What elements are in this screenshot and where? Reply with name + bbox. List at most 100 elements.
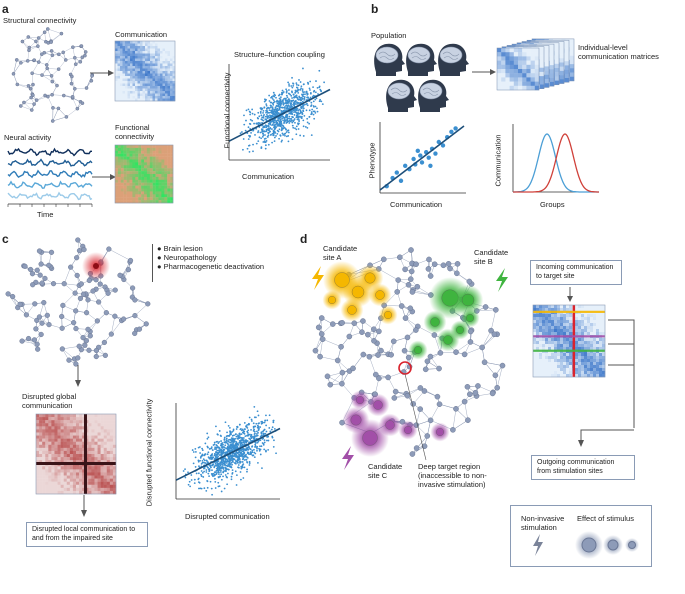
scatter-point	[217, 462, 219, 465]
scatter-point	[224, 421, 227, 424]
scatter-point	[259, 448, 262, 451]
scatter-point	[277, 100, 280, 103]
scatter-point	[306, 126, 309, 129]
network-node	[34, 267, 40, 273]
scatter-point	[188, 480, 191, 483]
scatter-point	[255, 422, 258, 425]
scatter-point	[248, 460, 251, 463]
scatter-point	[265, 139, 268, 142]
scatter-point	[298, 119, 300, 121]
scatter-point	[310, 101, 313, 104]
scatter-point	[249, 123, 252, 125]
scatter-point	[228, 462, 231, 464]
network-node	[39, 280, 45, 286]
scatter-point	[264, 137, 267, 140]
scatter-point	[236, 461, 239, 464]
scatter-point	[272, 99, 275, 102]
scatter-point	[227, 440, 230, 443]
network-node	[350, 365, 356, 372]
scatter-point	[236, 442, 239, 445]
scatter-point	[299, 111, 302, 114]
scatter-point	[263, 448, 266, 451]
scatter-point	[280, 102, 283, 105]
panel-label-c: c	[2, 232, 9, 246]
scatter-point	[198, 487, 200, 490]
scatter-point	[245, 458, 247, 461]
scatter-point	[231, 445, 234, 448]
scatter-point	[308, 116, 311, 118]
coupling-xlabel: Communication	[242, 172, 295, 181]
scatter-point	[287, 98, 290, 100]
network-node	[339, 380, 345, 387]
scatter-point	[313, 117, 316, 120]
scatter-point	[209, 480, 212, 483]
scatter-point	[314, 98, 317, 101]
scatter-point	[290, 85, 293, 87]
scatter-point	[285, 115, 287, 117]
scatter-point	[303, 96, 306, 98]
network-node	[35, 346, 41, 352]
scatter-point	[260, 431, 263, 434]
network-node	[440, 262, 447, 269]
scatter-point	[306, 92, 309, 95]
scatter-point	[265, 104, 268, 107]
scatter-point	[274, 110, 276, 113]
network-node	[32, 58, 37, 62]
network-node	[404, 392, 411, 399]
network-node	[31, 337, 38, 343]
scatter-point	[197, 460, 200, 463]
scatter-point	[261, 119, 264, 121]
scatter-point	[210, 447, 213, 450]
scatter-point	[440, 143, 446, 148]
network-node	[57, 52, 61, 57]
scatter-point	[226, 431, 228, 434]
scatter-point	[205, 471, 208, 473]
scatter-point	[295, 128, 298, 131]
scatter-point	[236, 437, 239, 440]
scatter-point	[235, 428, 238, 430]
scatter-point	[251, 112, 254, 115]
scatter-point	[242, 477, 245, 479]
scatter-point	[190, 474, 193, 476]
network-node	[26, 35, 31, 39]
network-node	[40, 73, 44, 77]
scatter-point	[207, 466, 209, 469]
site-b-node	[456, 326, 464, 334]
scatter-point	[240, 429, 243, 432]
scatter-point	[230, 475, 233, 478]
network-node	[72, 55, 77, 60]
scatter-point	[251, 108, 254, 111]
scatter-point	[218, 430, 221, 432]
scatter-point	[249, 135, 252, 137]
network-node	[143, 321, 149, 327]
scatter-point	[226, 459, 229, 462]
scatter-point	[211, 449, 214, 451]
network-node	[394, 289, 401, 295]
scatter-point	[187, 483, 190, 486]
scatter-point	[289, 93, 291, 96]
network-node	[405, 281, 412, 288]
scatter-point	[235, 433, 237, 435]
network-node	[63, 58, 68, 62]
scatter-point	[227, 468, 230, 471]
scatter-point	[305, 109, 308, 112]
scatter-point	[229, 447, 232, 450]
scatter-point	[258, 122, 261, 125]
scatter-point	[281, 99, 284, 102]
scatter-point	[288, 117, 290, 120]
scatter-point	[214, 477, 216, 480]
scatter-point	[223, 462, 226, 465]
arrow-icon	[92, 174, 116, 180]
scatter-point	[280, 93, 283, 96]
scatter-point	[283, 121, 286, 124]
scatter-point	[220, 473, 223, 476]
network-node	[338, 343, 344, 350]
scatter-point	[282, 115, 285, 118]
network-node	[34, 341, 40, 347]
scatter-point	[315, 80, 317, 82]
scatter-point	[260, 432, 263, 435]
scatter-point	[224, 474, 227, 476]
scatter-point	[285, 101, 287, 104]
scatter-point	[233, 445, 236, 447]
network-node	[467, 339, 474, 345]
